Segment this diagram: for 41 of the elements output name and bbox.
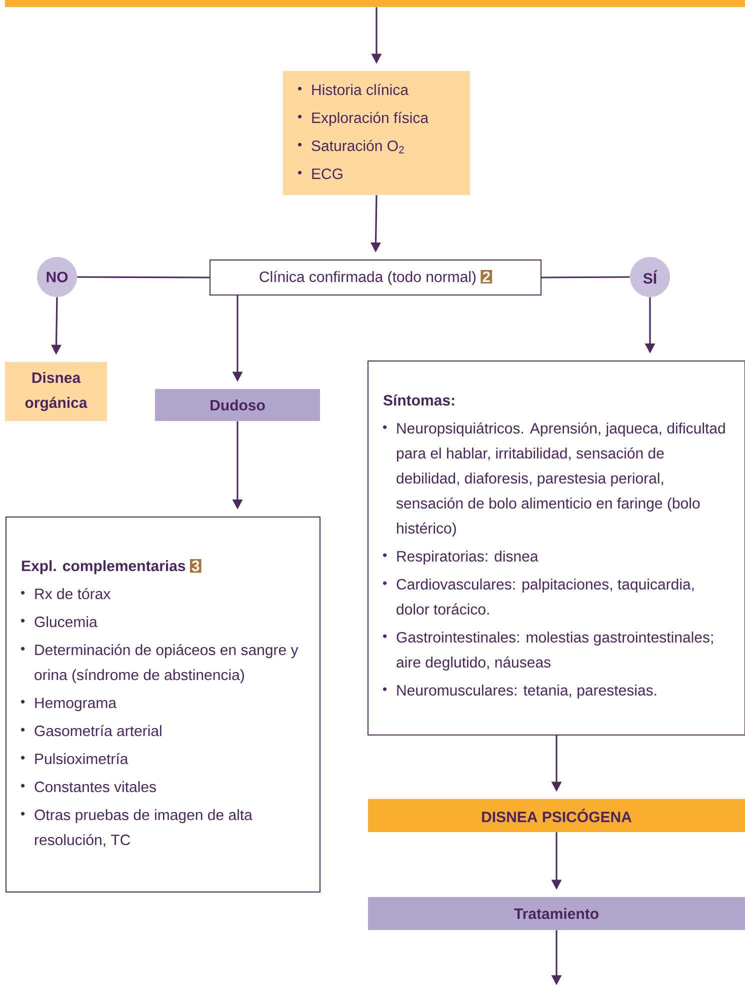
node-text: Dudoso xyxy=(210,400,265,410)
diagnosis-bar xyxy=(368,799,745,832)
connector-line xyxy=(542,276,630,278)
test-list-box xyxy=(6,516,320,892)
connector-line xyxy=(77,276,210,278)
outcome-box xyxy=(155,389,320,421)
decision-circle xyxy=(37,257,77,297)
number-badge: 3 xyxy=(190,559,202,573)
list-item: Pulsioximetría xyxy=(35,753,128,764)
node-text: SÍ xyxy=(643,270,658,284)
checklist-box xyxy=(283,71,470,195)
list-heading: Síntomas: xyxy=(383,394,454,406)
list-item: Saturación O$_{2}$ xyxy=(312,140,404,154)
list-item: Otras pruebas de imagen de alta resolución, TC xyxy=(34,809,252,847)
banner-bar xyxy=(5,0,745,7)
list-item: Neuropsiquiátricos. Aprensión, jaqueca, dificultad para el hablar, irritabilidad, sensación de debilidad, diaforesis, parestesia perioral, sensación de bolo alimenticio en faringe (bolo histérico) xyxy=(396,422,725,537)
list-item: Historia clínica xyxy=(312,84,408,96)
node-text: Clínica confirmada (todo normal) xyxy=(260,270,476,286)
list-item: ECG xyxy=(312,168,342,180)
node-text: Tratamiento xyxy=(514,908,598,919)
decision-box xyxy=(210,260,542,296)
list-item: Respiratorias: disnea xyxy=(397,550,538,565)
node-text: NO xyxy=(46,272,68,282)
list-item: Rx de tórax xyxy=(35,588,111,600)
list-item: Glucemia xyxy=(34,616,98,628)
list-item: Exploración física xyxy=(312,112,429,126)
node-text: Disnea orgánica xyxy=(25,372,88,412)
list-item: Constantes vitales xyxy=(34,781,156,792)
symptom-list-box xyxy=(368,360,745,736)
treatment-bar xyxy=(368,897,745,930)
list-item: Hemograma xyxy=(35,698,117,712)
node-text: DISNEA PSICÓGENA xyxy=(482,808,632,822)
number-badge: 2 xyxy=(480,270,492,284)
list-item: Gasometría arterial xyxy=(34,725,162,736)
list-item: Determinación de opiáceos en sangre y orina (síndrome de abstinencia) xyxy=(34,644,298,684)
list-item: Gastrointestinales: molestias gastrointestinales; aire deglutido, náuseas xyxy=(396,632,713,671)
list-heading: Expl. complementarias xyxy=(22,560,186,574)
list-item: Neuromusculares: tetania, parestesias. xyxy=(397,684,656,699)
outcome-box xyxy=(5,362,107,421)
list-item: Cardiovasculares: palpitaciones, taquicardia, dolor torácico. xyxy=(396,578,694,615)
decision-circle xyxy=(630,257,670,297)
